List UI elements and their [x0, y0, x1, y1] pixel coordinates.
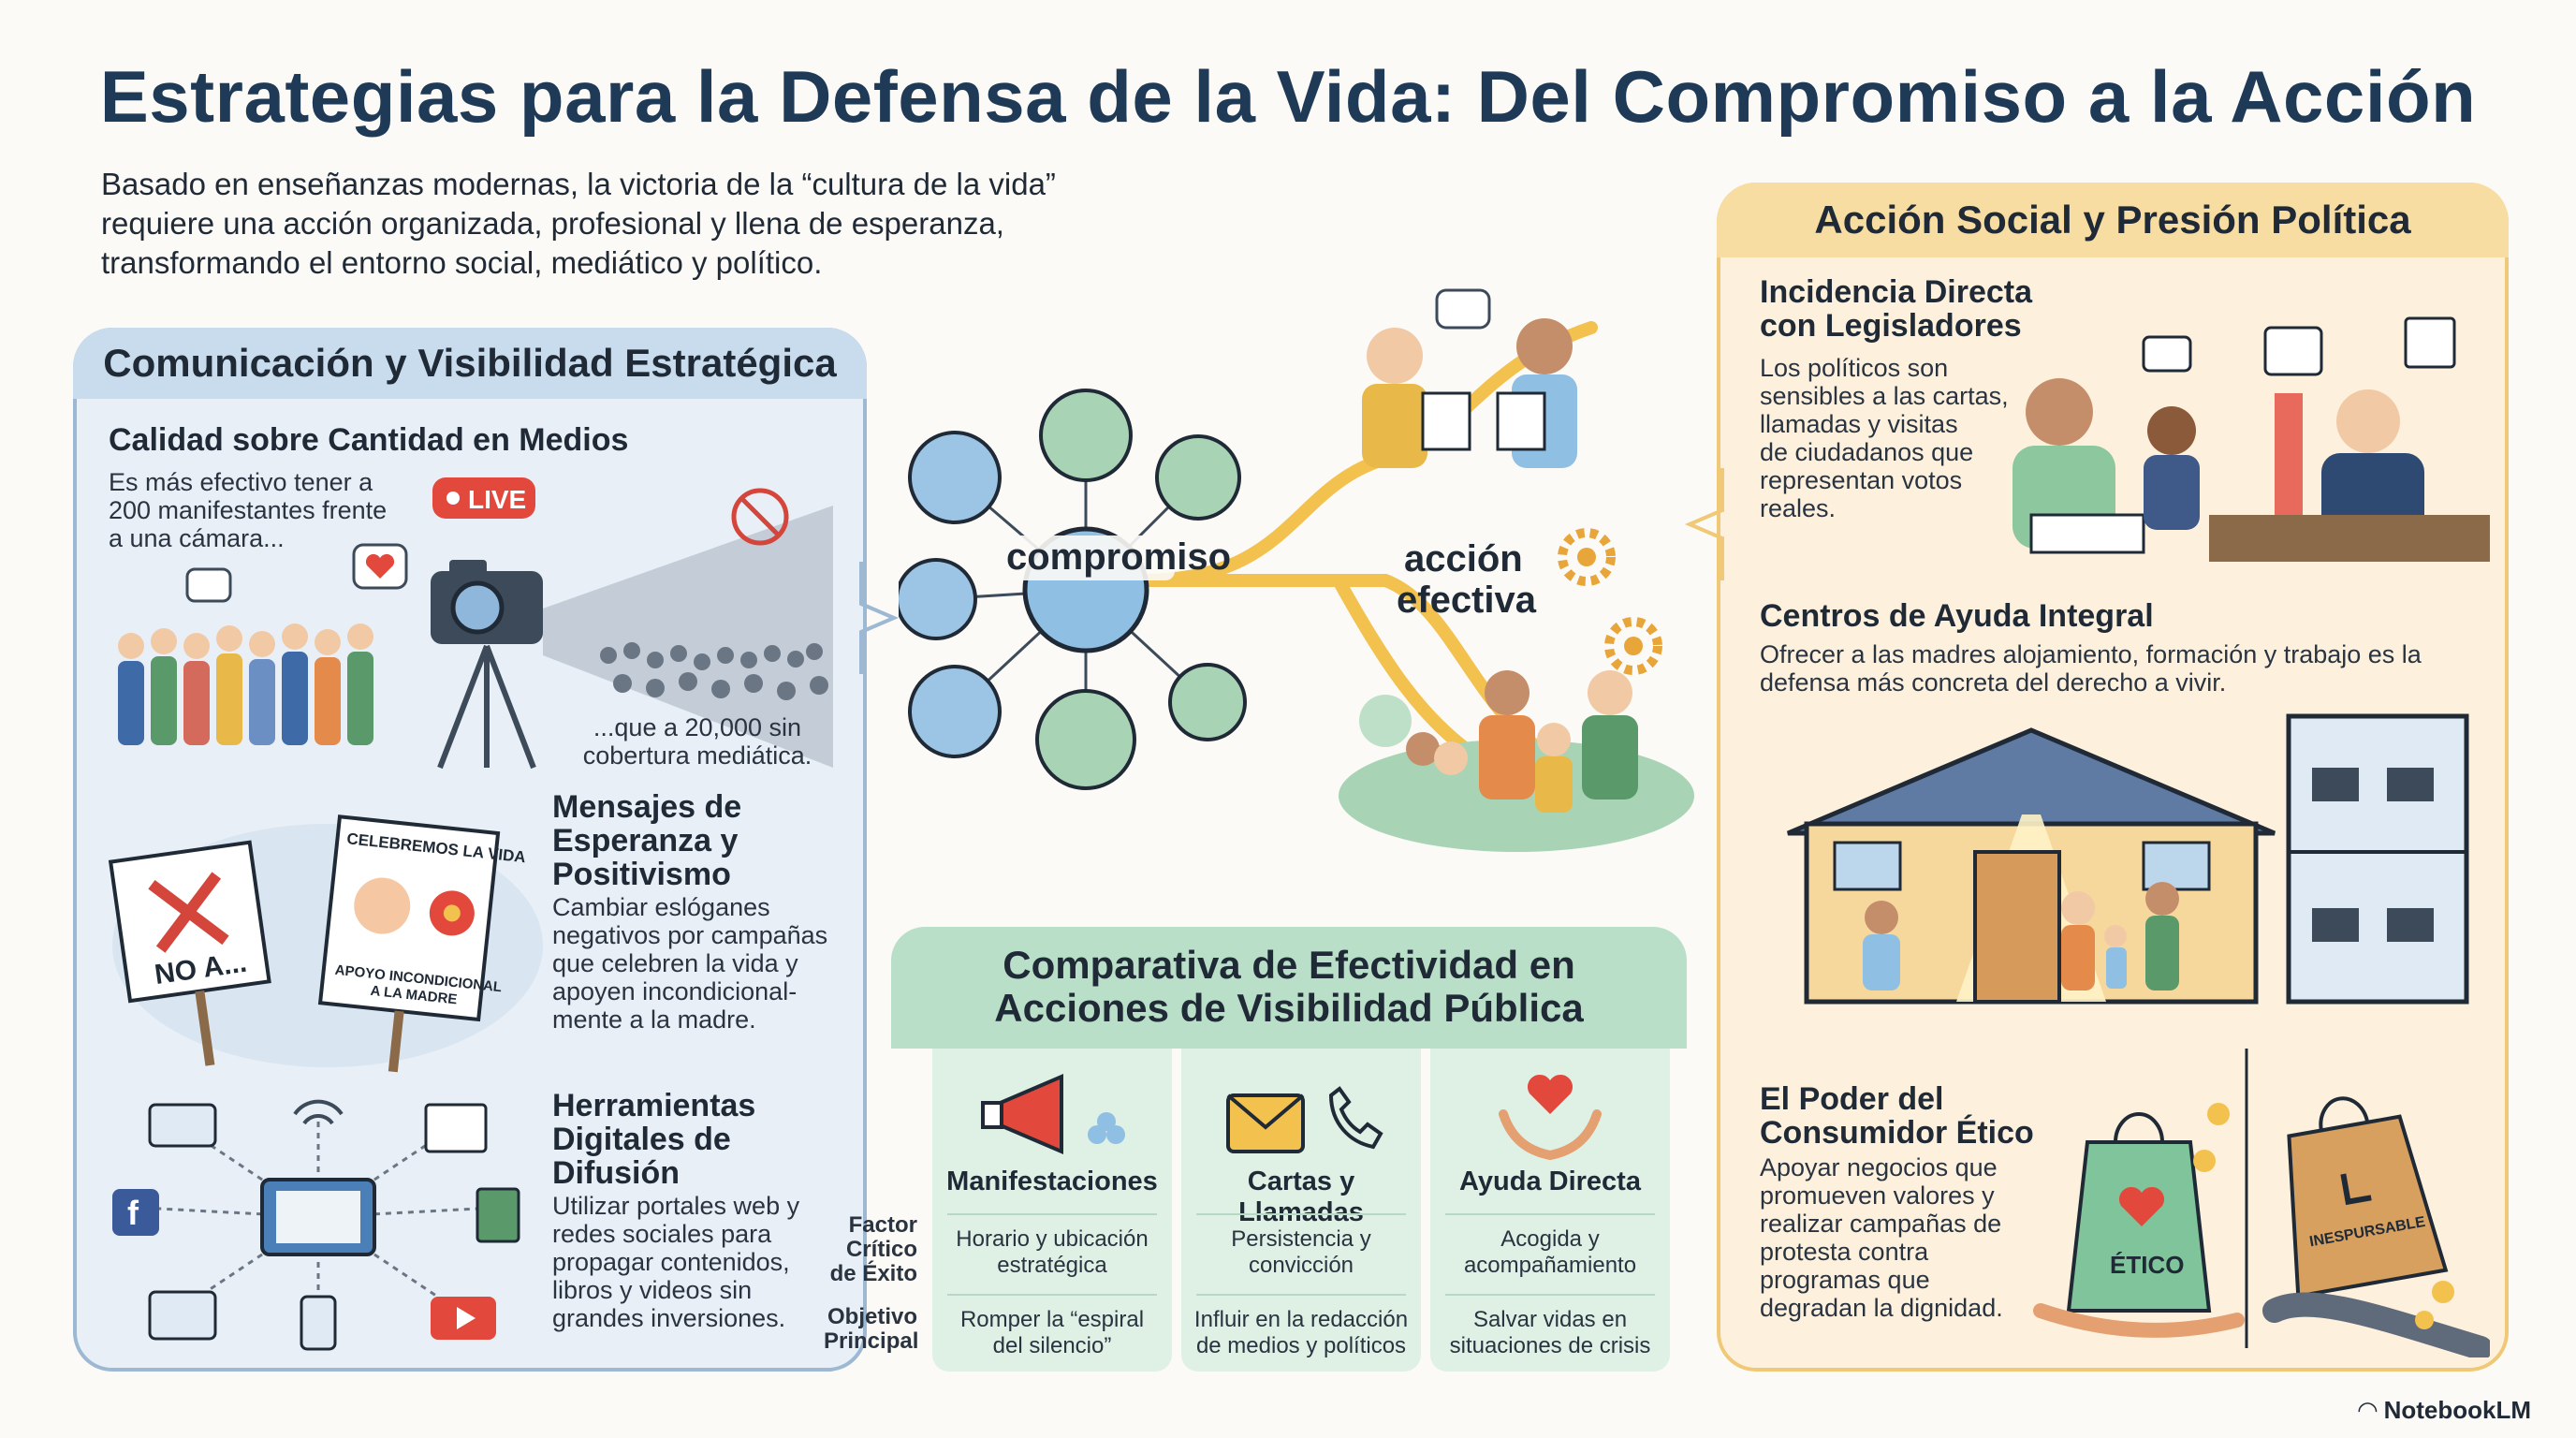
door: [1973, 850, 2061, 1004]
comparison-title: Comparativa de Efectividad en Acciones d…: [994, 943, 1584, 1030]
digital-title: Herramientas Digitales de Difusión: [552, 1088, 756, 1191]
crowd-silhouettes: [600, 642, 828, 700]
gear-icon: [1558, 528, 1662, 675]
wifi-icon: [293, 1099, 344, 1125]
building-icon: [2404, 316, 2456, 369]
coin-icon: [2207, 1103, 2230, 1125]
action-label-1: acción: [1404, 538, 1523, 580]
positive-sign: CELEBREMOS LA VIDA APOYO INCONDICIONAL A…: [317, 814, 527, 1073]
communication-panel-header: Comunicación y Visibilidad Estratégica: [73, 328, 867, 399]
thumbs-down-icon: [2340, 1173, 2372, 1206]
ballot-icon: [2263, 326, 2323, 376]
comparison-head: Cartas y Llamadas: [1238, 1167, 1364, 1227]
phone-icon: [300, 1295, 337, 1351]
signs-illustration: NO A... CELEBREMOS LA VIDA APOYO INCONDI…: [108, 814, 543, 1073]
speech-bubble-icon: [1435, 288, 1491, 330]
protesters-group: [118, 624, 373, 745]
comparison-column-letters: Cartas y Llamadas Persistencia y convicc…: [1181, 1049, 1421, 1372]
desk: [2209, 515, 2490, 562]
action-label-2: efectiva: [1397, 580, 1537, 621]
legislators-illustration: [2012, 316, 2490, 562]
book-icon: [424, 1103, 488, 1153]
social-action-panel-header: Acción Social y Presión Política: [1717, 183, 2509, 257]
communication-panel-title: Comunicación y Visibilidad Estratégica: [103, 341, 837, 385]
web-portal-icon: [148, 1103, 217, 1148]
comparison-cell: Salvar vidas en situaciones de crisis: [1449, 1307, 1651, 1358]
projection-cone: [543, 506, 833, 768]
centers-title: Centros de Ayuda Integral: [1760, 598, 2154, 634]
monitor-icon: [148, 1290, 217, 1341]
legislators-text: Los políticos son sensibles a las cartas…: [1760, 354, 2009, 522]
ethical-bag: ÉTICO: [2033, 1103, 2245, 1338]
legislators-title: Incidencia Directa con Legisladores: [1760, 274, 2033, 344]
heart-bubble-icon: [352, 543, 408, 590]
mother-icon: [354, 877, 411, 934]
hope-title: Mensajes de Esperanza y Positivismo: [552, 789, 742, 892]
unethical-bag: INESPURSABLE: [2287, 1096, 2449, 1299]
svg-text:f: f: [127, 1194, 139, 1232]
consumer-title: El Poder del Consumidor Ético: [1760, 1081, 2034, 1151]
comparison-cell: Acogida y acompañamiento: [1463, 1226, 1637, 1278]
commitment-label: compromiso: [1006, 536, 1231, 578]
media-illustration: LIVE: [118, 477, 833, 770]
comparison-column-direct-help: Ayuda Directa Acogida y acompañamiento S…: [1430, 1049, 1670, 1372]
digital-text: Utilizar portales web y redes sociales p…: [552, 1192, 800, 1332]
media-caption: ...que a 20,000 sin cobertura mediática.: [582, 713, 812, 770]
negative-sign: NO A...: [108, 840, 271, 1066]
connector-left: [859, 562, 900, 674]
hand: [2033, 1303, 2245, 1338]
comparison-head: Manifestaciones: [946, 1167, 1158, 1196]
logo-icon: ◠: [2358, 1396, 2384, 1424]
hands-heart-icon: [1499, 1074, 1602, 1160]
live-badge: [432, 477, 535, 519]
letter-phone-icon: [1226, 1086, 1383, 1153]
consumer-illustration: ÉTICO INESPURSABLE: [2033, 1049, 2490, 1357]
connector-right: [1684, 468, 1724, 580]
comparison-cell: Romper la “espiral del silencio”: [959, 1307, 1145, 1358]
live-badge-label: LIVE: [468, 485, 526, 514]
comparison-head: Ayuda Directa: [1459, 1167, 1641, 1196]
drain: [2262, 1292, 2490, 1357]
media-title: Calidad sobre Cantidad en Medios: [109, 422, 629, 458]
notebooklm-logo: ◠ NotebookLM: [2358, 1396, 2531, 1424]
row-label-factor: Factor Crítico de Éxito: [829, 1212, 917, 1286]
facebook-icon: [112, 1189, 159, 1236]
page-title: Estrategias para la Defensa de la Vida: …: [99, 55, 2477, 138]
hope-text: Cambiar eslóganes negativos por campañas…: [552, 893, 828, 1034]
comparison-header: [891, 927, 1687, 1049]
no-coverage-icon: [731, 488, 789, 546]
comparison-cell: Influir en la redacción de medios y polí…: [1193, 1307, 1409, 1358]
digital-tools-illustration: f: [112, 1099, 520, 1351]
network-nodes: [899, 389, 1247, 790]
social-action-panel-title: Acción Social y Presión Política: [1814, 198, 2411, 242]
intro-text: Basado en enseñanzas modernas, la victor…: [101, 167, 1056, 280]
commitment-action-diagram: compromiso acción efectiva: [899, 288, 1694, 852]
people-reading-illustration: [1362, 288, 1577, 468]
office-building: [2286, 713, 2469, 1005]
chat-bubble-icon: [185, 567, 232, 603]
comparison-cell: Persistencia y convicción: [1231, 1226, 1371, 1278]
centers-text: Ofrecer a las madres alojamiento, formac…: [1760, 640, 2422, 697]
mail-icon: [2142, 335, 2192, 373]
consumer-text: Apoyar negocios que promueven valores y …: [1760, 1153, 2003, 1322]
camera-icon: [431, 560, 543, 770]
svg-text:ÉTICO: ÉTICO: [2110, 1251, 2184, 1279]
community-illustration: [1339, 670, 1694, 852]
help-center-illustration: [1787, 713, 2469, 1005]
megaphone-icon: [981, 1073, 1125, 1155]
green-book-icon: [476, 1187, 520, 1243]
row-label-goal: Objetivo Principal: [824, 1304, 919, 1354]
media-text: Es más efectivo tener a 200 manifestante…: [109, 468, 388, 552]
comparison-cell: Horario y ubicación estratégica: [956, 1226, 1149, 1278]
comparison-column-demonstrations: Manifestaciones Horario y ubicación estr…: [932, 1049, 1172, 1372]
